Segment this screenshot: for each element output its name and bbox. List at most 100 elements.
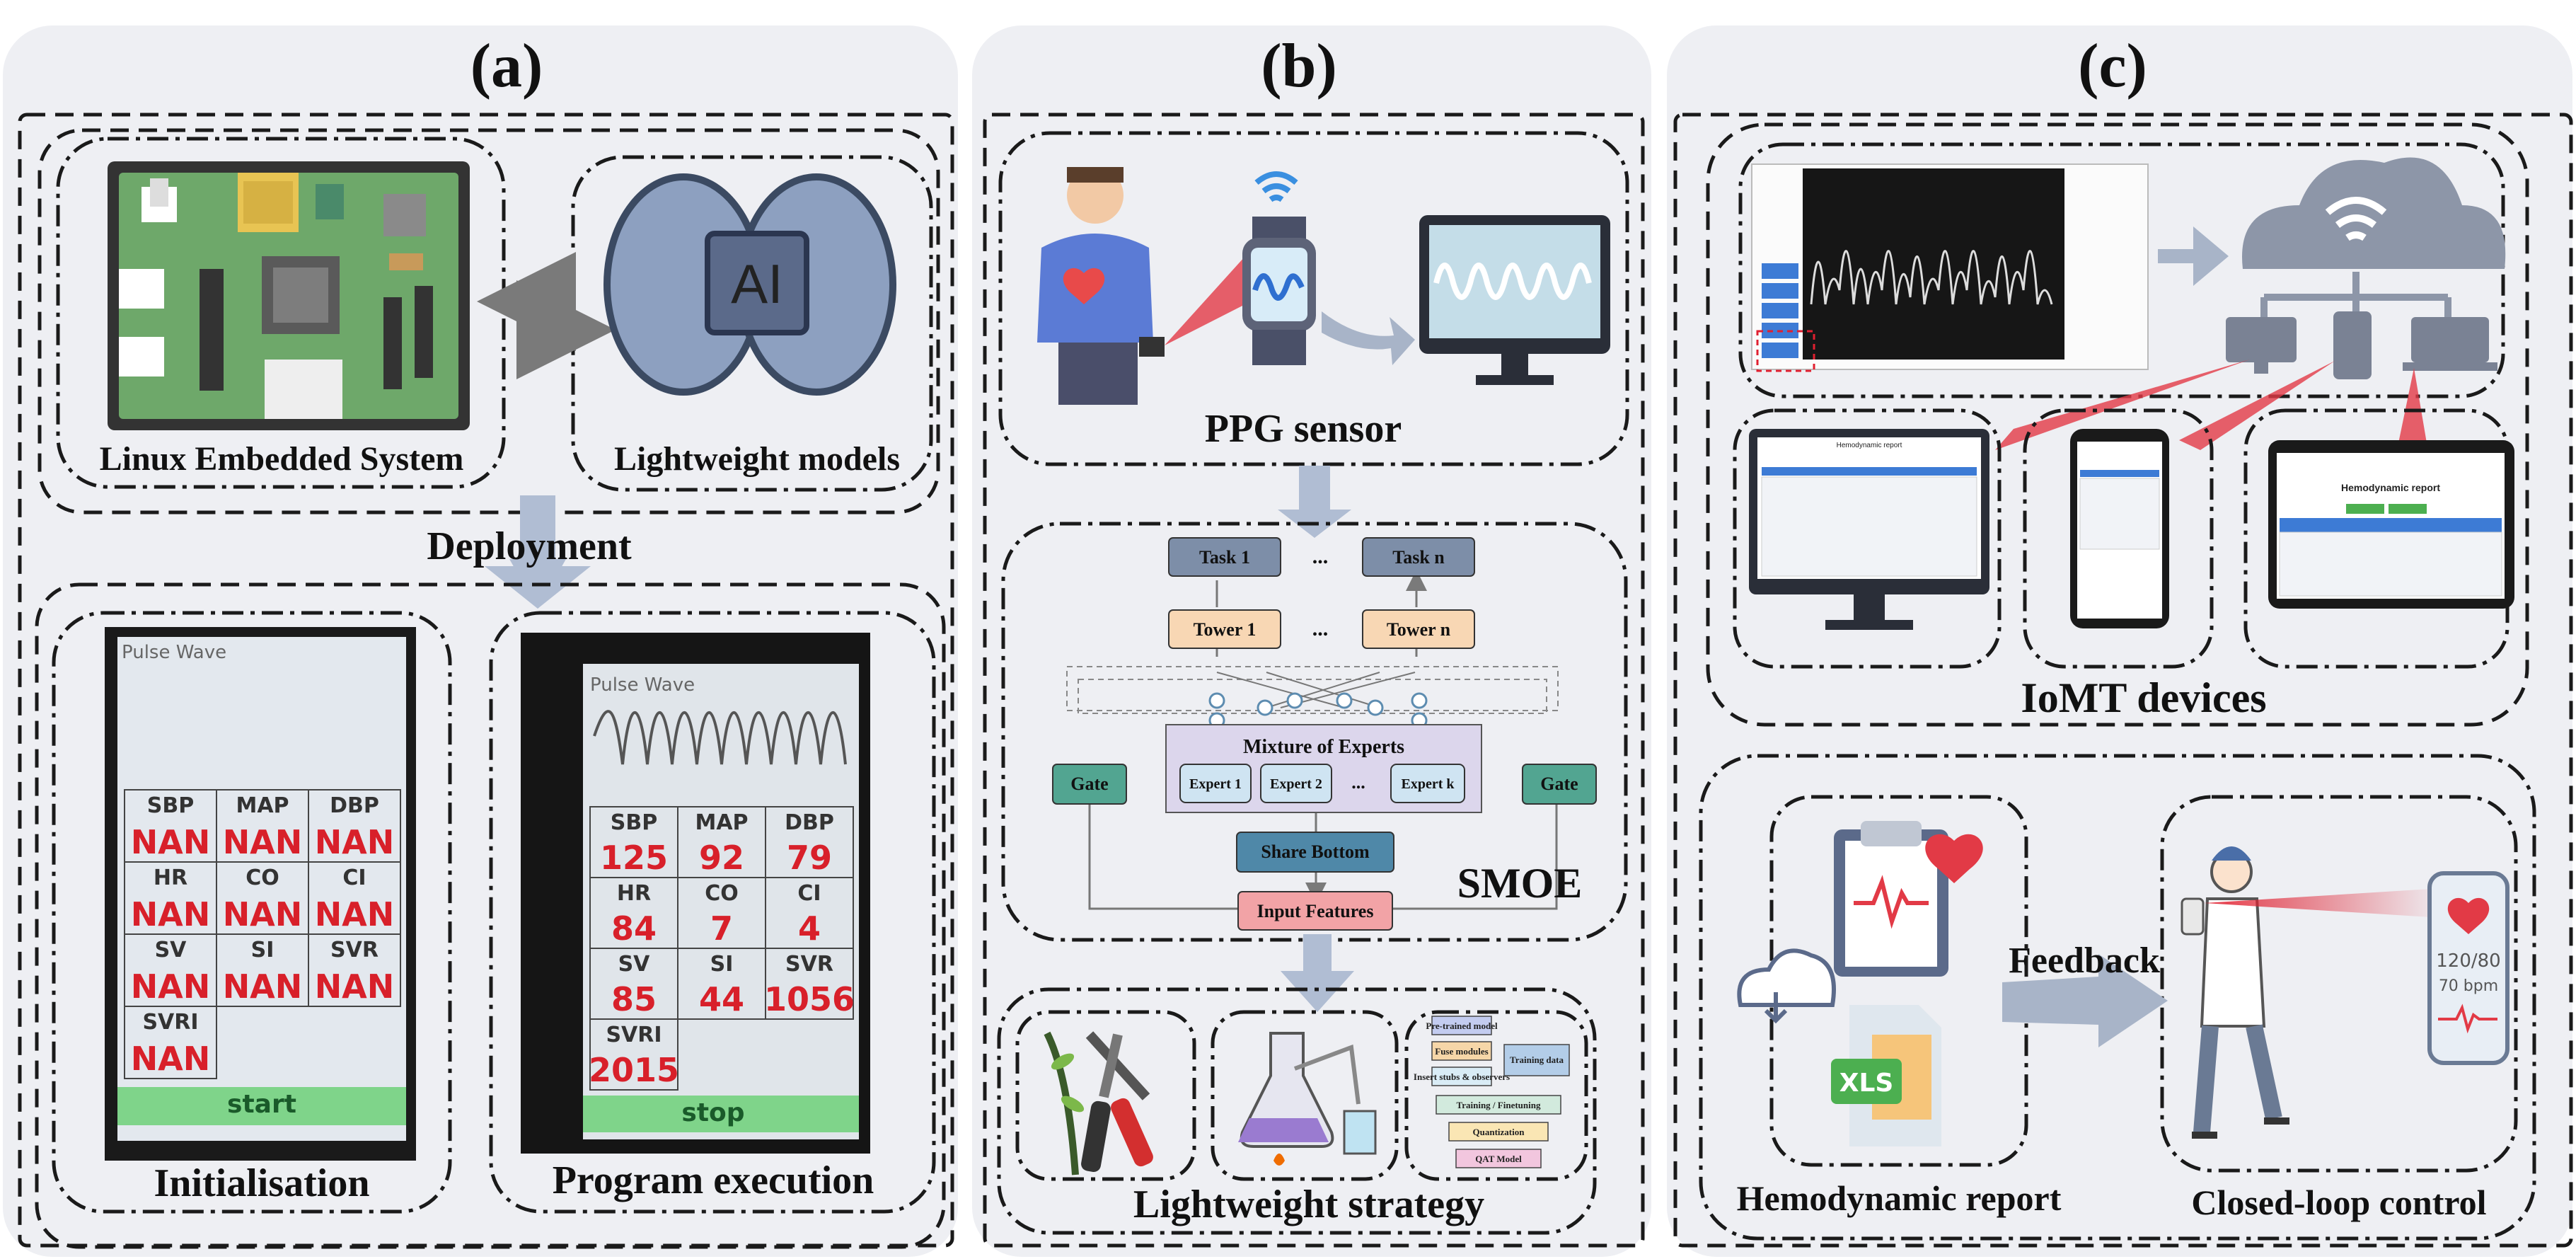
deploy-bottom-frame — [35, 582, 946, 1249]
lcd-param-value: NAN — [315, 895, 395, 933]
lcd-param-value: 4 — [798, 909, 821, 948]
lcd-param-label: MAP — [236, 793, 289, 818]
lcd-param-label: SVR — [785, 952, 833, 977]
lcd-param-value: 92 — [699, 839, 744, 877]
linux-frame — [56, 137, 506, 489]
strategy-frame — [997, 987, 1597, 1235]
desktop-frame — [1733, 408, 2002, 669]
phone-icon — [2070, 429, 2169, 628]
panel-a-title: (a) — [470, 32, 543, 100]
models-label: Lightweight models — [614, 440, 900, 478]
panel-a: AI Linux Embedded System Lightweight mod… — [18, 113, 954, 1249]
lcd-param-value: 44 — [699, 980, 744, 1018]
lcd2-stop-button[interactable] — [583, 1096, 859, 1132]
sync-arrows — [477, 252, 616, 379]
lcd1-wave-label: Pulse Wave — [122, 642, 226, 663]
tower-ellipsis: ... — [1312, 617, 1329, 640]
lcd-param-label: DBP — [785, 810, 834, 835]
exec-label: Program execution — [553, 1159, 874, 1202]
deploy-top-frame — [37, 128, 940, 514]
lcd1-start-label: start — [227, 1090, 296, 1119]
task-ellipsis: ... — [1312, 545, 1329, 568]
lcd-param-label: CO — [705, 881, 739, 906]
lcd-param-label: HR — [154, 866, 187, 890]
lcd-param-label: SBP — [611, 810, 657, 835]
lcd-param-value: NAN — [131, 823, 211, 861]
vitals-bp: 120/80 — [2436, 950, 2500, 972]
lcd-param-label: HR — [617, 881, 651, 906]
task-n-box — [1362, 537, 1475, 577]
desktop-monitor-icon: Hemodynamic report — [1749, 429, 1989, 630]
web-frame — [1738, 142, 2505, 398]
lcd-param-label: SI — [251, 938, 275, 962]
lcd-screen-execution: Pulse Wave SBP125MAP92DBP79HR84CO7CI4SV8… — [521, 633, 870, 1154]
qat-step-quant: Quantization — [1473, 1127, 1525, 1137]
cloud-beam-3 — [2398, 368, 2427, 443]
lcd-param-label: SI — [710, 952, 734, 977]
lcd-param-value: 7 — [710, 909, 733, 948]
lcd-param-label: SBP — [147, 793, 194, 818]
cloud-network-icon — [2226, 157, 2506, 379]
panel-c-title: (c) — [2078, 32, 2147, 100]
expert-2-box — [1260, 764, 1332, 803]
input-features-label: Input Features — [1257, 901, 1374, 921]
ppg-frame — [998, 131, 1629, 466]
qat-step-data: Training data — [1510, 1054, 1564, 1065]
watch-to-monitor-arrow — [1322, 311, 1415, 365]
lcd-param-value: 2015 — [589, 1051, 679, 1089]
qat-flow: Pre-trained model Fuse modules Insert st… — [1414, 1016, 1570, 1168]
ppg-to-smoe-arrow — [1278, 466, 1351, 538]
distillation-frame — [1211, 1010, 1399, 1181]
web-app-screenshot — [1751, 163, 2149, 372]
lcd2-wave-label: Pulse Wave — [590, 674, 695, 696]
tower-1-box — [1168, 609, 1281, 649]
desktop-report-title: Hemodynamic report — [1837, 442, 1902, 449]
lcd2-grid: SBP125MAP92DBP79HR84CO7CI4SV85SI44SVR105… — [589, 806, 855, 1091]
qat-step-train: Training / Finetuning — [1457, 1100, 1541, 1110]
tablet-report-title: Hemodynamic report — [2341, 482, 2440, 493]
lcd-param-value: NAN — [223, 895, 303, 933]
tower-1-label: Tower 1 — [1194, 619, 1257, 640]
init-label: Initialisation — [154, 1161, 370, 1205]
cloud-beam-1 — [1995, 360, 2250, 450]
moe-title: Mixture of Experts — [1243, 736, 1404, 758]
xls-label: XLS — [1839, 1069, 1894, 1098]
doctor-icon — [2181, 846, 2289, 1139]
report-label: Hemodynamic report — [1737, 1178, 2062, 1218]
cloud-wifi-icon — [2325, 197, 2387, 241]
lcd-param-label: CO — [246, 866, 279, 890]
gate-right-box — [1522, 764, 1597, 805]
share-bottom-box — [1236, 832, 1394, 873]
lcd-param-value: 1056 — [764, 980, 855, 1018]
vitals-hr: 70 bpm — [2439, 977, 2498, 995]
deployment-arrow-shaft — [485, 495, 591, 609]
panel-c: Hemodynamic report Hemodynamic report Io… — [1673, 113, 2573, 1248]
lcd-param-label: SVRI — [606, 1023, 662, 1047]
qat-step-pretrained: Pre-trained model — [1426, 1021, 1498, 1031]
feedback-arrow — [2002, 954, 2168, 1047]
exec-frame — [489, 611, 936, 1214]
expert-ellipsis: ... — [1351, 772, 1365, 793]
lcd-param-value: 79 — [787, 839, 832, 877]
gate-left-box — [1052, 764, 1127, 805]
lcd-param-value: NAN — [315, 823, 395, 861]
linux-label: Linux Embedded System — [100, 440, 464, 478]
vitals-phone-icon: 120/80 70 bpm — [2427, 871, 2509, 1065]
monitor-icon — [1419, 215, 1610, 385]
closed-loop-frame — [2160, 795, 2518, 1173]
input-features-box — [1237, 891, 1393, 931]
feedback-frame — [1699, 754, 2536, 1241]
lcd-param-value: NAN — [223, 967, 303, 1006]
ppg-label: PPG sensor — [1205, 407, 1402, 451]
lcd-cell — [308, 933, 401, 1007]
expert-1-label: Expert 1 — [1189, 776, 1242, 792]
lcd-param-value: NAN — [131, 1040, 211, 1078]
lcd-cell — [124, 1006, 217, 1079]
deployment-label: Deployment — [427, 524, 632, 568]
task-1-label: Task 1 — [1199, 547, 1250, 568]
lcd1-start-button[interactable] — [117, 1087, 406, 1125]
patient-icon — [1037, 167, 1165, 405]
qat-step-model: QAT Model — [1475, 1154, 1522, 1164]
tablet-icon: Hemodynamic report — [2268, 440, 2514, 609]
smoe-diagram: Task 1 ... Task n Tower 1 ... Tower n Mi… — [1052, 537, 1597, 931]
